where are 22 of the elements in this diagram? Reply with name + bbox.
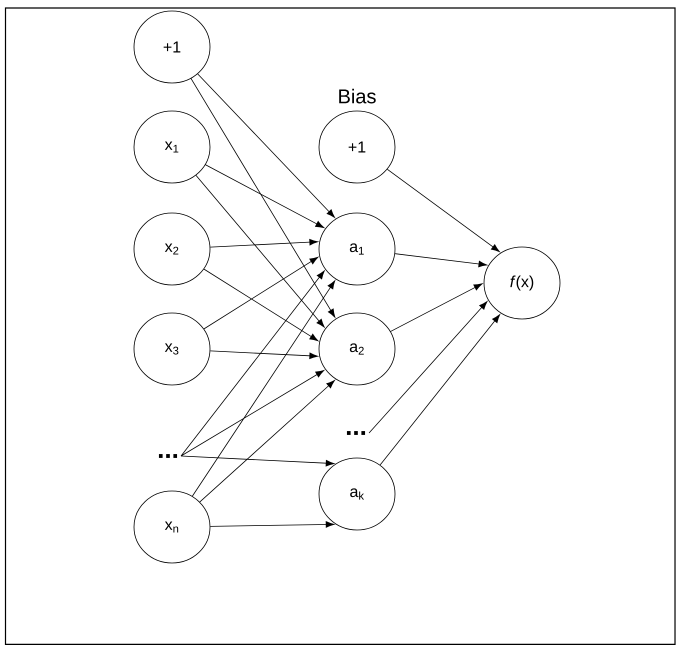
arrow: [192, 280, 336, 497]
arrow: [180, 370, 324, 456]
arrow: [180, 270, 325, 456]
ellipsis-text: ...: [158, 454, 178, 458]
bias-label: Bias: [339, 88, 376, 104]
arrow: [390, 283, 482, 332]
arrow: [204, 268, 318, 342]
arrow: [394, 253, 488, 268]
arrow: [210, 521, 334, 528]
arrow: [204, 256, 318, 330]
arrow: [190, 78, 336, 318]
ellipsis-text: ...: [346, 431, 366, 435]
arrow: [210, 238, 318, 248]
arrow: [196, 175, 325, 328]
arrow: [205, 164, 324, 228]
arrow: [180, 456, 334, 466]
arrow: [368, 301, 488, 434]
arrow: [380, 314, 500, 466]
arrow: [199, 380, 335, 502]
arrow: [386, 168, 500, 252]
arrow: [210, 350, 318, 360]
arrow: [197, 74, 335, 218]
